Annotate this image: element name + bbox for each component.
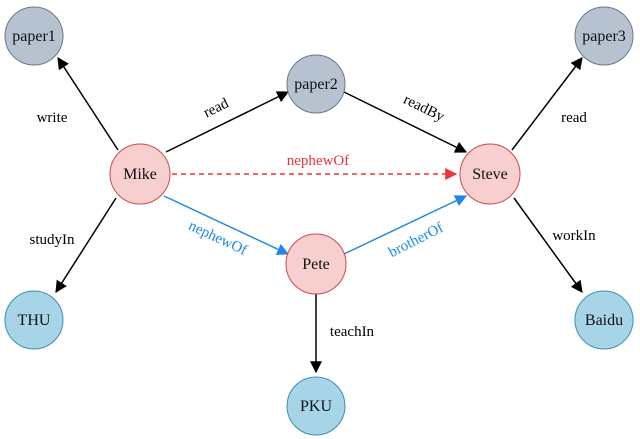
node-thu-label: THU xyxy=(18,312,51,329)
node-steve-label: Steve xyxy=(472,166,508,183)
edge-brotherOf xyxy=(343,195,468,255)
node-paper1-label: paper1 xyxy=(12,28,56,45)
label-teachIn: teachIn xyxy=(330,324,375,340)
nodes: paper1 paper2 paper3 Mike Steve Pete THU xyxy=(4,6,634,436)
node-mike: Mike xyxy=(109,143,171,205)
label-workIn: workIn xyxy=(552,228,596,244)
node-thu: THU xyxy=(4,290,64,350)
node-paper3: paper3 xyxy=(574,6,634,66)
label-nephewOf-red: nephewOf xyxy=(287,153,349,169)
node-paper2: paper2 xyxy=(286,54,346,114)
edge-workIn xyxy=(513,197,583,293)
node-baidu: Baidu xyxy=(574,290,634,350)
label-nephewOf-blue: nephewOf xyxy=(186,218,249,259)
label-read-mike: read xyxy=(201,95,232,121)
node-pete: Pete xyxy=(285,233,347,295)
node-pete-label: Pete xyxy=(302,256,330,273)
edge-read-mike xyxy=(165,91,290,153)
node-paper3-label: paper3 xyxy=(582,28,626,45)
label-studyIn: studyIn xyxy=(30,232,76,248)
edge-labels: write studyIn read readBy read workIn te… xyxy=(30,92,597,340)
edge-read-steve xyxy=(511,57,583,151)
label-readBy: readBy xyxy=(401,92,447,126)
edge-nephewOf-blue xyxy=(163,195,290,255)
node-baidu-label: Baidu xyxy=(585,312,623,329)
label-write: write xyxy=(37,110,68,126)
edge-studyIn xyxy=(55,197,117,294)
label-read-steve: read xyxy=(561,110,587,126)
label-brotherOf: brotherOf xyxy=(386,220,446,261)
node-pku: PKU xyxy=(286,376,346,436)
node-paper1: paper1 xyxy=(4,6,64,66)
node-mike-label: Mike xyxy=(123,166,157,183)
node-steve: Steve xyxy=(459,143,521,205)
edges xyxy=(55,56,583,374)
edge-write xyxy=(57,56,119,151)
node-paper2-label: paper2 xyxy=(294,76,338,93)
node-pku-label: PKU xyxy=(300,398,332,415)
edge-readBy xyxy=(343,91,468,153)
